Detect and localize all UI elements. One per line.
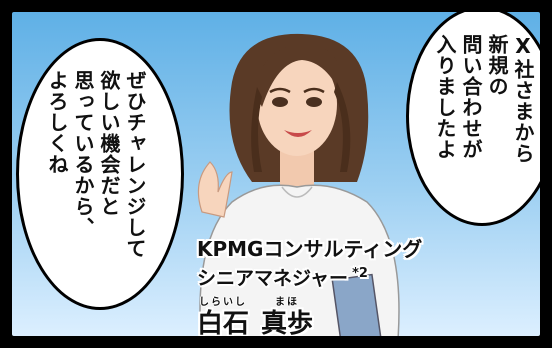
footnote-marker: *2 xyxy=(352,266,368,281)
eye-right xyxy=(306,97,322,107)
folder xyxy=(331,273,384,336)
company-title: KPMGコンサルティング xyxy=(197,237,423,261)
name-caption: KPMGコンサルティング シニアマネジャー*2 しらいし 白石 まほ 真歩 xyxy=(197,236,423,340)
surname-group: しらいし 白石 xyxy=(197,297,250,340)
given-name-group: まほ 真歩 xyxy=(261,297,314,340)
eye-left xyxy=(272,97,288,107)
woman-illustration xyxy=(197,33,400,336)
speech-text-right: X社さまから 新規の 問い合わせが 入りましたよ xyxy=(433,34,535,164)
speech-text-left: ぜひチャレンジして 欲しい機会だと 思っているから、 よろしくね xyxy=(45,70,147,259)
person-name: しらいし 白石 まほ 真歩 xyxy=(197,297,314,340)
face xyxy=(257,52,337,156)
surname: 白石 xyxy=(197,309,250,340)
position-line: シニアマネジャー*2 xyxy=(197,262,422,290)
speech-bubble-right xyxy=(406,12,540,226)
mouth xyxy=(284,130,312,137)
given-name-ruby: まほ xyxy=(275,297,300,309)
manga-panel: ぜひチャレンジして 欲しい機会だと 思っているから、 よろしくね X社さまから … xyxy=(8,8,544,340)
hair-front xyxy=(254,44,343,107)
raised-hand xyxy=(197,161,233,218)
surname-ruby: しらいし xyxy=(199,297,247,309)
position-title: シニアマネジャー xyxy=(197,267,349,290)
given-name: 真歩 xyxy=(261,309,314,340)
speech-bubble-left xyxy=(16,38,184,310)
